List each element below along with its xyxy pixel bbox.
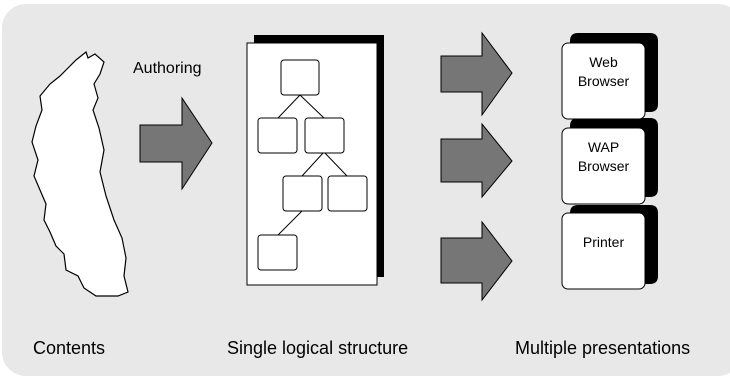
contents-caption: Contents: [33, 338, 106, 358]
tree-node-left: [257, 117, 298, 154]
output-label-web: Web Browser: [562, 53, 645, 91]
tree-node-right-left: [282, 175, 323, 212]
output-label-printer-line1: Printer: [582, 234, 625, 250]
contents-blob: [31, 50, 129, 297]
output-label-wap-line1: WAP: [587, 139, 620, 155]
tree-node-right-right: [327, 175, 368, 212]
output-box-web: [561, 42, 646, 120]
output-label-printer: Printer: [562, 233, 645, 252]
presentations-caption: Multiple presentations: [515, 338, 691, 358]
authoring-label: Authoring: [133, 60, 202, 77]
output-label-web-line1: Web: [589, 54, 618, 70]
tree-node-right: [304, 117, 345, 154]
structure-caption: Single logical structure: [227, 338, 409, 358]
tree-node-root: [280, 59, 320, 96]
presentation-arrow-3: [440, 220, 513, 302]
authoring-arrow: [139, 96, 213, 191]
output-label-web-line2: Browser: [577, 73, 630, 89]
output-label-wap-line2: Browser: [577, 158, 630, 174]
output-box-wap: [561, 127, 646, 205]
presentation-arrow-2: [440, 122, 513, 199]
presentation-arrow-1: [440, 31, 513, 117]
tree-node-leaf: [257, 234, 298, 271]
tree-edges: [277, 94, 348, 236]
output-label-wap: WAP Browser: [562, 138, 645, 176]
output-box-printer: [561, 212, 646, 290]
